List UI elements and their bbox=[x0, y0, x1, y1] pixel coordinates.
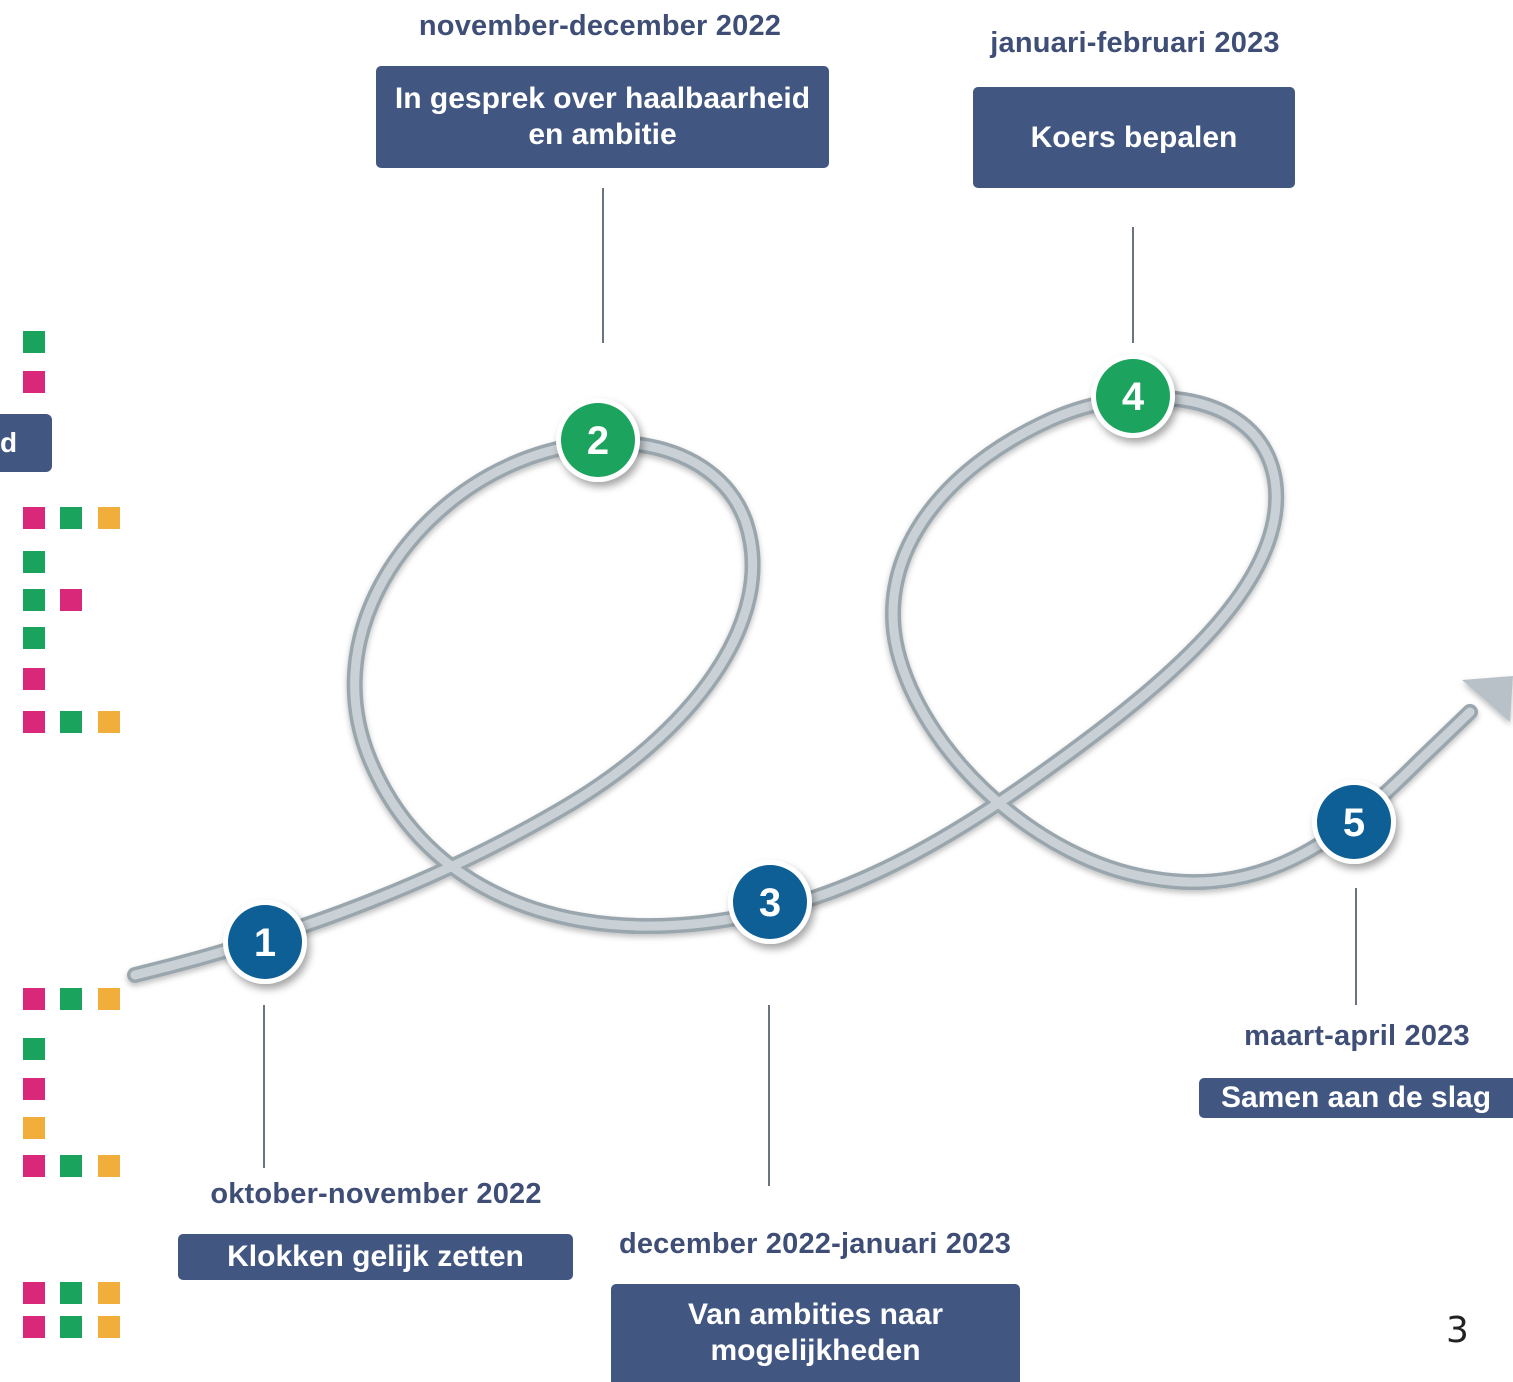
step-5-period: maart-april 2023 bbox=[1244, 1020, 1470, 1052]
legend-square-pink bbox=[23, 1282, 45, 1304]
step-5-title: Samen aan de slag bbox=[1199, 1078, 1513, 1118]
legend-square-pink bbox=[23, 668, 45, 690]
legend-square-green bbox=[60, 988, 82, 1010]
legend-square-green bbox=[60, 1316, 82, 1338]
legend-square-pink bbox=[23, 1316, 45, 1338]
step-2-number: 2 bbox=[587, 419, 609, 463]
legend-square-green bbox=[23, 589, 45, 611]
step-3-number: 3 bbox=[759, 881, 781, 925]
legend-square-orange bbox=[98, 1155, 120, 1177]
arrow-head-icon bbox=[1462, 676, 1513, 722]
step-4-period: januari-februari 2023 bbox=[990, 27, 1280, 59]
legend-square-pink bbox=[23, 507, 45, 529]
winding-path bbox=[127, 389, 1513, 983]
page-number: 3 bbox=[1446, 1310, 1469, 1351]
legend-square-green bbox=[23, 551, 45, 573]
step-1-title: Klokken gelijk zetten bbox=[178, 1234, 573, 1280]
legend-square-pink bbox=[23, 1078, 45, 1100]
legend-square-orange bbox=[98, 711, 120, 733]
legend-square-green bbox=[60, 711, 82, 733]
legend-square-orange bbox=[98, 1282, 120, 1304]
legend-square-green bbox=[23, 1038, 45, 1060]
legend-square-pink bbox=[23, 1155, 45, 1177]
step-5-number: 5 bbox=[1343, 801, 1365, 845]
step-1-number: 1 bbox=[254, 921, 276, 965]
legend-square-green bbox=[60, 1155, 82, 1177]
legend-square-orange bbox=[23, 1117, 45, 1139]
step-1-marker: 1 bbox=[223, 900, 307, 984]
step-2-period: november-december 2022 bbox=[418, 10, 782, 42]
step-4-number: 4 bbox=[1122, 375, 1145, 419]
step-5-marker: 5 bbox=[1312, 780, 1396, 864]
legend-square-green bbox=[60, 1282, 82, 1304]
step-4-marker: 4 bbox=[1091, 354, 1175, 438]
step-3-marker: 3 bbox=[728, 860, 812, 944]
legend-square-green bbox=[23, 331, 45, 353]
legend-square-green bbox=[23, 627, 45, 649]
legend-square-pink bbox=[23, 711, 45, 733]
legend-square-pink bbox=[23, 371, 45, 393]
step-3-period: december 2022-januari 2023 bbox=[618, 1228, 1012, 1260]
step-1-period: oktober-november 2022 bbox=[210, 1178, 542, 1210]
legend-square-orange bbox=[98, 988, 120, 1010]
step-2-marker: 2 bbox=[556, 398, 640, 482]
legend-square-orange bbox=[98, 507, 120, 529]
legend-square-green bbox=[60, 507, 82, 529]
step-4-title: Koers bepalen bbox=[973, 87, 1295, 188]
legend-square-orange bbox=[98, 1316, 120, 1338]
step-2-title: In gesprek over haalbaarheid en ambitie bbox=[376, 66, 829, 168]
legend-square-pink bbox=[60, 589, 82, 611]
legend-square-pink bbox=[23, 988, 45, 1010]
left-tab-label: d bbox=[0, 414, 52, 472]
step-3-title: Van ambities naar mogelijkheden bbox=[611, 1284, 1020, 1382]
